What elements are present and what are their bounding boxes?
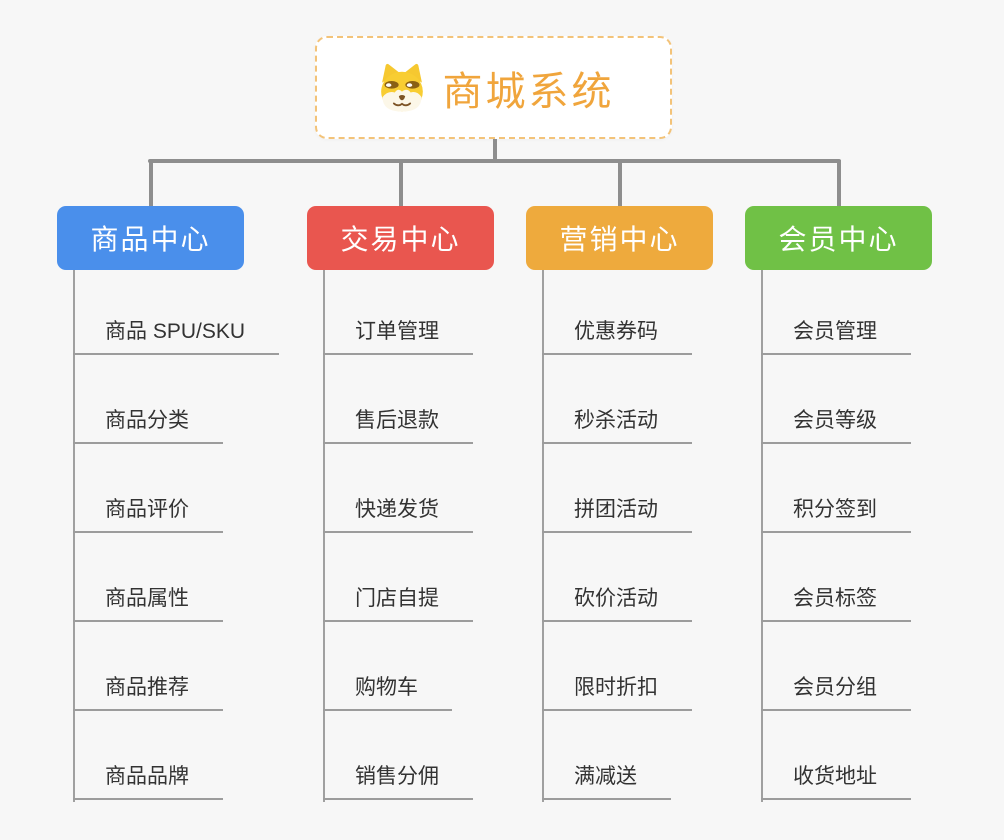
connector-drop-trade-center (398, 160, 403, 206)
connector-drop-product-center (148, 160, 153, 206)
branch-trade-center[interactable]: 交易中心 (307, 206, 494, 270)
leaf-node[interactable]: 优惠券码 (542, 318, 692, 355)
leaf-node[interactable]: 商品 SPU/SKU (73, 318, 280, 355)
leaf-node[interactable]: 会员标签 (761, 585, 911, 622)
leaf-node[interactable]: 会员管理 (761, 318, 911, 355)
connector-vline-marketing-center (542, 270, 544, 802)
branch-product-center[interactable]: 商品中心 (57, 206, 244, 270)
connector-drop-marketing-center (617, 160, 622, 206)
leaf-node[interactable]: 商品评价 (73, 496, 223, 533)
leaf-node[interactable]: 积分签到 (761, 496, 911, 533)
leaf-node[interactable]: 会员等级 (761, 407, 911, 444)
dog-icon (373, 59, 431, 117)
leaf-node[interactable]: 收货地址 (761, 763, 911, 800)
branch-marketing-center[interactable]: 营销中心 (526, 206, 713, 270)
connector-vline-trade-center (323, 270, 325, 802)
leaf-node[interactable]: 会员分组 (761, 674, 911, 711)
leaf-node[interactable]: 拼团活动 (542, 496, 692, 533)
leaf-node[interactable]: 商品属性 (73, 585, 223, 622)
leaf-node[interactable]: 商品品牌 (73, 763, 223, 800)
connector-vline-product-center (73, 270, 75, 802)
leaf-node[interactable]: 限时折扣 (542, 674, 692, 711)
leaf-node[interactable]: 商品推荐 (73, 674, 223, 711)
leaf-node[interactable]: 售后退款 (323, 407, 473, 444)
branch-member-center[interactable]: 会员中心 (745, 206, 932, 270)
leaf-node[interactable]: 购物车 (323, 674, 452, 711)
root-title: 商城系统 (442, 69, 615, 114)
leaf-node[interactable]: 订单管理 (323, 318, 473, 355)
root-node[interactable]: 商城系统 (315, 36, 672, 139)
connector-root-stem (493, 139, 497, 161)
leaf-node[interactable]: 门店自提 (323, 585, 473, 622)
connector-horizontal-bar (148, 159, 841, 163)
leaf-node[interactable]: 商品分类 (73, 407, 223, 444)
leaf-node[interactable]: 销售分佣 (323, 763, 473, 800)
leaf-node[interactable]: 秒杀活动 (542, 407, 692, 444)
connector-vline-member-center (761, 270, 763, 802)
leaf-node[interactable]: 满减送 (542, 763, 671, 800)
leaf-node[interactable]: 砍价活动 (542, 585, 692, 622)
connector-drop-member-center (836, 160, 841, 206)
leaf-node[interactable]: 快递发货 (323, 496, 473, 533)
